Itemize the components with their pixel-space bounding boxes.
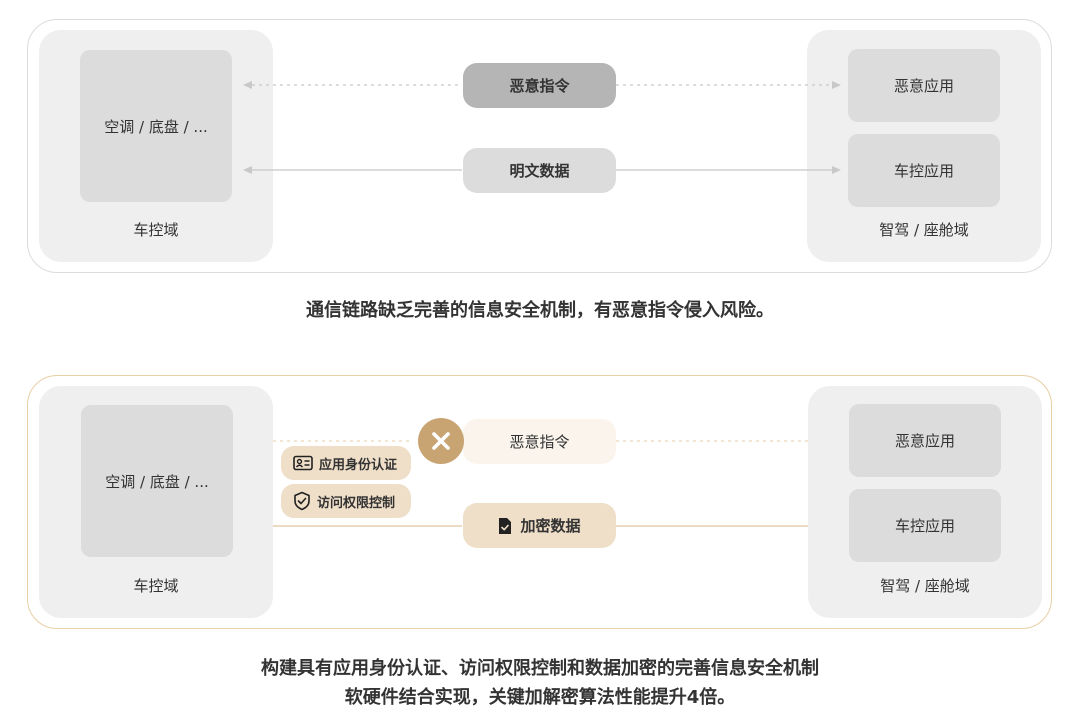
top-plaintext-arrow xyxy=(243,166,841,174)
bottom-malicious-command-label: 恶意指令 xyxy=(509,433,570,451)
top-malicious-app-box: 恶意应用 xyxy=(848,49,1000,122)
top-malicious-app-label: 恶意应用 xyxy=(893,77,954,95)
document-check-icon xyxy=(498,517,512,535)
top-malicious-command-pill: 恶意指令 xyxy=(463,63,616,108)
bottom-vehicle-control-app-box: 车控应用 xyxy=(849,489,1001,562)
top-malicious-arrow xyxy=(243,81,841,89)
top-vehicle-control-app-label: 车控应用 xyxy=(893,162,954,180)
identity-auth-label: 应用身份认证 xyxy=(319,457,398,473)
top-vehicle-control-label: 车控域 xyxy=(133,221,179,239)
bottom-encrypted-data-pill: 加密数据 xyxy=(463,503,616,548)
bottom-caption-line1: 构建具有应用身份认证、访问权限控制和数据加密的完善信息安全机制 xyxy=(261,658,819,679)
top-vehicle-control-inner-box: 空调 / 底盘 / ... xyxy=(80,50,232,202)
id-card-icon xyxy=(293,455,313,471)
top-plaintext-data-label: 明文数据 xyxy=(509,162,570,180)
bottom-caption-line2: 软硬件结合实现，关键加解密算法性能提升4倍。 xyxy=(344,687,736,708)
access-control-label: 访问权限控制 xyxy=(317,495,396,511)
access-control-badge: 访问权限控制 xyxy=(281,484,411,518)
top-vehicle-control-inner-label: 空调 / 底盘 / ... xyxy=(104,117,208,136)
top-vehicle-control-app-box: 车控应用 xyxy=(848,134,1000,207)
bottom-malicious-command-pill: 恶意指令 xyxy=(463,419,616,464)
top-adas-cockpit-label: 智驾 / 座舱域 xyxy=(879,221,969,239)
top-diagram-panel xyxy=(27,19,1052,273)
top-caption: 通信链路缺乏完善的信息安全机制，有恶意指令侵入风险。 xyxy=(306,300,774,321)
identity-auth-badge: 应用身份认证 xyxy=(281,446,411,480)
close-icon xyxy=(418,418,464,464)
bottom-encrypted-data-label: 加密数据 xyxy=(520,517,581,535)
top-plaintext-data-pill: 明文数据 xyxy=(463,148,616,193)
shield-check-icon xyxy=(293,491,311,511)
bottom-malicious-app-box: 恶意应用 xyxy=(849,404,1001,477)
bottom-adas-cockpit-label: 智驾 / 座舱域 xyxy=(880,577,970,595)
bottom-malicious-app-label: 恶意应用 xyxy=(894,432,955,450)
bottom-vehicle-control-app-label: 车控应用 xyxy=(894,517,955,535)
bottom-diagram-panel xyxy=(27,375,1052,629)
bottom-vehicle-control-label: 车控域 xyxy=(133,577,179,595)
top-malicious-command-label: 恶意指令 xyxy=(509,77,570,95)
bottom-vehicle-control-inner-box: 空调 / 底盘 / ... xyxy=(81,405,233,557)
bottom-vehicle-control-inner-label: 空调 / 底盘 / ... xyxy=(105,472,209,491)
